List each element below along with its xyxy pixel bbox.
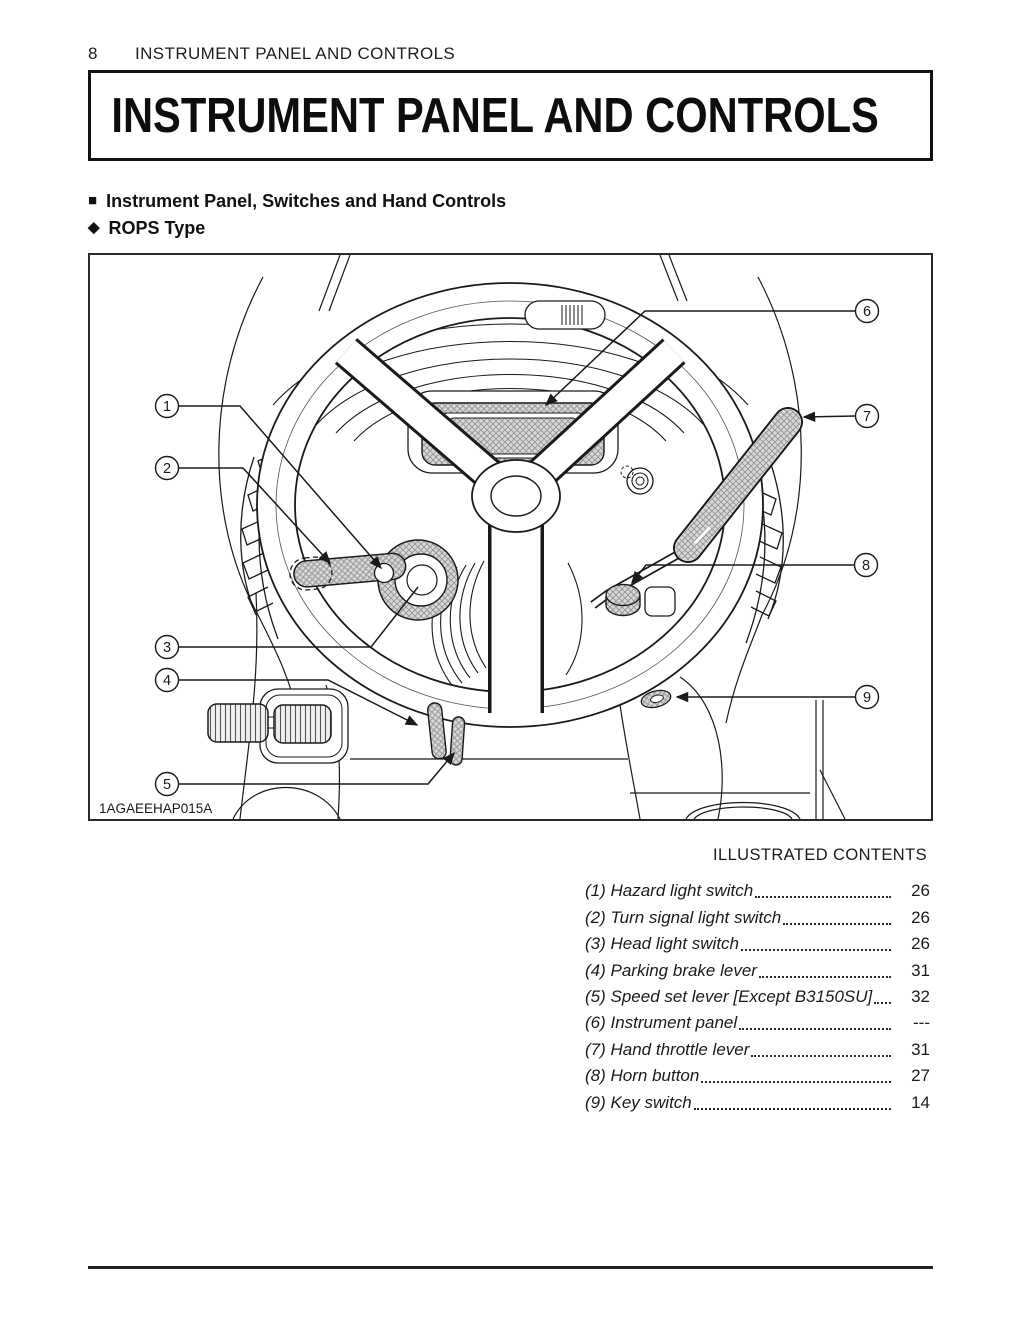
callout-8: 8 xyxy=(853,552,879,578)
svg-text:6: 6 xyxy=(863,304,871,320)
illustrated-contents-heading: ILLUSTRATED CONTENTS xyxy=(713,846,927,864)
contents-item-label: (6) Instrument panel xyxy=(585,1013,738,1033)
contents-item-label: (7) Hand throttle lever xyxy=(585,1039,750,1059)
panel-side-ring xyxy=(620,465,654,495)
callout-1: 1 xyxy=(154,393,180,419)
illustrated-contents: ILLUSTRATED CONTENTS (1) Hazard light sw… xyxy=(585,846,930,1114)
dot-leader xyxy=(739,1028,891,1031)
parking-brake-lever xyxy=(427,702,447,760)
section-heading-sub-text: ROPS Type xyxy=(108,218,206,238)
figure-code-label: 1AGAEEHAP015A xyxy=(99,801,212,816)
contents-row-5: (5) Speed set lever [Except B3150SU] 32 xyxy=(585,982,930,1008)
svg-text:3: 3 xyxy=(163,640,171,656)
contents-item-page: 26 xyxy=(911,881,930,901)
svg-text:7: 7 xyxy=(863,409,871,425)
section-heading-sub: ◆ ROPS Type xyxy=(88,215,506,242)
callout-6: 6 xyxy=(854,298,880,324)
contents-item-page: 14 xyxy=(911,1092,930,1112)
contents-item-label: (8) Horn button xyxy=(585,1066,700,1086)
figure-instrument-panel-rops: 1 2 3 4 5 6 7 8 9 1AGAEEHAP015A xyxy=(88,253,933,821)
dot-leader xyxy=(741,949,891,952)
running-head: 8 INSTRUMENT PANEL AND CONTROLS xyxy=(88,44,933,64)
leader-line-3 xyxy=(179,586,419,648)
dot-leader xyxy=(783,922,891,925)
section-headings: ■ Instrument Panel, Switches and Hand Co… xyxy=(88,188,506,242)
contents-item-page: 31 xyxy=(911,1039,930,1059)
brake-pedals xyxy=(207,688,349,764)
chapter-title-box: INSTRUMENT PANEL AND CONTROLS xyxy=(88,70,933,161)
contents-item-page: 31 xyxy=(911,960,930,980)
contents-item-label: (5) Speed set lever [Except B3150SU] xyxy=(585,986,873,1006)
contents-row-3: (3) Head light switch 26 xyxy=(585,929,930,955)
section-heading-main: ■ Instrument Panel, Switches and Hand Co… xyxy=(88,188,506,215)
contents-row-8: (8) Horn button 27 xyxy=(585,1061,930,1087)
leader-line-4 xyxy=(179,679,419,726)
svg-text:8: 8 xyxy=(862,558,870,574)
square-bullet-icon: ■ xyxy=(88,192,98,209)
leader-lines xyxy=(179,310,856,785)
callout-2: 2 xyxy=(154,455,180,481)
contents-item-label: (9) Key switch xyxy=(585,1092,692,1112)
diamond-bullet-icon: ◆ xyxy=(88,219,100,236)
key-switch xyxy=(640,689,672,709)
switch-blank-plate xyxy=(644,586,676,617)
callouts: 1 2 3 4 5 6 7 8 9 xyxy=(154,298,880,797)
page-number: 8 xyxy=(88,44,98,63)
steering-column-cap xyxy=(524,300,606,330)
contents-item-page: --- xyxy=(913,1013,930,1033)
svg-text:1: 1 xyxy=(163,399,171,415)
contents-item-page: 26 xyxy=(911,907,930,927)
leader-line-6 xyxy=(544,310,855,407)
dot-leader xyxy=(758,975,891,978)
dot-leader xyxy=(701,1081,891,1084)
hazard-light-switch-knob xyxy=(373,562,395,584)
contents-item-label: (1) Hazard light switch xyxy=(585,881,754,901)
leader-line-5 xyxy=(179,751,455,785)
svg-text:9: 9 xyxy=(863,690,871,706)
callout-9: 9 xyxy=(854,684,880,710)
contents-row-2: (2) Turn signal light switch 26 xyxy=(585,902,930,928)
contents-item-label: (4) Parking brake lever xyxy=(585,960,757,980)
horn-button xyxy=(605,583,641,617)
contents-row-1: (1) Hazard light switch 26 xyxy=(585,876,930,902)
speed-set-lever xyxy=(449,716,466,766)
svg-text:5: 5 xyxy=(163,777,171,793)
running-title: INSTRUMENT PANEL AND CONTROLS xyxy=(135,44,456,63)
contents-row-4: (4) Parking brake lever 31 xyxy=(585,955,930,981)
dot-leader xyxy=(693,1107,891,1110)
chapter-title: INSTRUMENT PANEL AND CONTROLS xyxy=(111,88,879,143)
callout-4: 4 xyxy=(154,667,180,693)
leader-line-2 xyxy=(179,467,332,565)
contents-item-label: (2) Turn signal light switch xyxy=(585,907,782,927)
contents-row-9: (9) Key switch 14 xyxy=(585,1087,930,1113)
footer-rule xyxy=(88,1266,933,1269)
contents-item-page: 32 xyxy=(911,986,930,1006)
steering-hub-center xyxy=(490,475,542,517)
tractor-body-lines xyxy=(218,254,846,820)
dot-leader xyxy=(755,896,891,899)
contents-row-7: (7) Hand throttle lever 31 xyxy=(585,1034,930,1060)
dot-leader xyxy=(751,1054,891,1057)
contents-item-page: 27 xyxy=(911,1066,930,1086)
svg-text:4: 4 xyxy=(163,673,171,689)
dot-leader xyxy=(874,1001,891,1004)
callout-5: 5 xyxy=(154,771,180,797)
contents-item-label: (3) Head light switch xyxy=(585,934,740,954)
section-heading-main-text: Instrument Panel, Switches and Hand Cont… xyxy=(106,191,507,211)
contents-item-page: 26 xyxy=(911,934,930,954)
figure-drawing: 1 2 3 4 5 6 7 8 9 1AGAEEHAP015A xyxy=(88,253,933,821)
leader-line-1 xyxy=(179,405,382,570)
leader-line-7 xyxy=(802,411,856,423)
svg-text:2: 2 xyxy=(163,461,171,477)
callout-7: 7 xyxy=(854,403,880,429)
contents-row-6: (6) Instrument panel --- xyxy=(585,1008,930,1034)
callout-3: 3 xyxy=(154,634,180,660)
leader-line-8 xyxy=(631,564,854,585)
